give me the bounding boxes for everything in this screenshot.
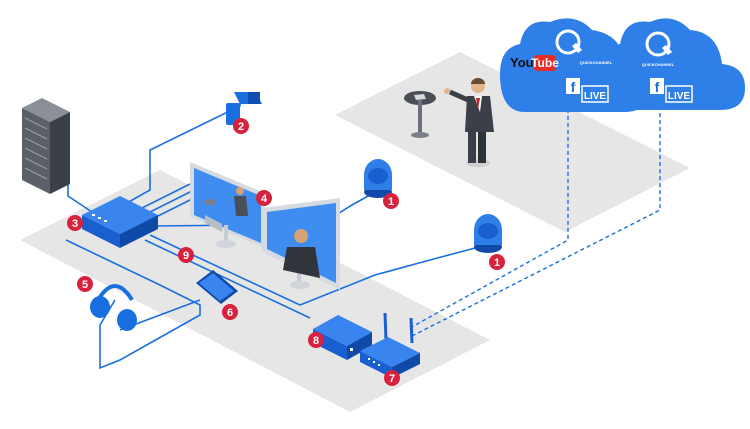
marker-switcher: 3 (67, 215, 83, 231)
tablet (196, 270, 238, 304)
brand-text: QUICKCHANNEL (580, 60, 613, 65)
monitor-front (262, 198, 340, 290)
marker-headphones: 5 (77, 276, 93, 292)
ceiling-camera (226, 92, 262, 125)
marker-encoder: 8 (308, 332, 324, 348)
facebook-icon (650, 78, 664, 94)
video-switcher (82, 196, 158, 248)
facebook-icon (566, 78, 580, 94)
router (360, 312, 420, 378)
presenter-on-screen-rear (204, 187, 248, 216)
svg-text:6: 6 (227, 307, 233, 319)
presenter (444, 78, 494, 167)
svg-text:1: 1 (388, 196, 394, 208)
marker-router: 7 (384, 370, 400, 386)
monitor-rear (190, 162, 265, 248)
facebook-glyph: f (655, 79, 660, 95)
stream-uplinks (409, 100, 661, 337)
stage-table (404, 91, 436, 138)
ptz-camera-right (474, 214, 502, 253)
svg-text:1: 1 (494, 257, 500, 269)
marker-ceiling-camera: 2 (233, 118, 249, 134)
marker-cable: 9 (178, 247, 194, 263)
svg-text:9: 9 (183, 250, 189, 262)
ptz-camera-left (364, 159, 392, 198)
quickchannel-logo-icon (645, 31, 672, 57)
facebook-glyph: f (571, 79, 576, 95)
youtube-logo: You Tube (510, 55, 559, 71)
live-badge (665, 85, 693, 103)
marker-camera-right: 1 (489, 254, 505, 270)
presenter-on-screen-front (283, 229, 320, 278)
live-label: LIVE (584, 91, 607, 102)
headphones (90, 284, 137, 331)
live-badge (581, 85, 609, 103)
marker-tablet: 6 (222, 304, 238, 320)
live-label: LIVE (668, 91, 691, 102)
server-rack (22, 98, 70, 194)
marker-camera-left: 1 (383, 193, 399, 209)
marker-monitors: 4 (256, 190, 272, 206)
svg-text:7: 7 (389, 373, 395, 385)
svg-text:5: 5 (82, 279, 88, 291)
svg-text:4: 4 (261, 193, 268, 205)
quickchannel-logo-icon (555, 29, 582, 55)
svg-text:8: 8 (313, 335, 319, 347)
youtube-text-b: Tube (531, 56, 559, 70)
brand-text: QUICKCHANNEL (642, 62, 675, 67)
youtube-text-a: You (510, 55, 534, 70)
svg-text:2: 2 (238, 121, 244, 133)
cloud-service-1: QUICKCHANNEL You Tube f LIVE (500, 18, 648, 112)
svg-text:3: 3 (72, 218, 78, 230)
